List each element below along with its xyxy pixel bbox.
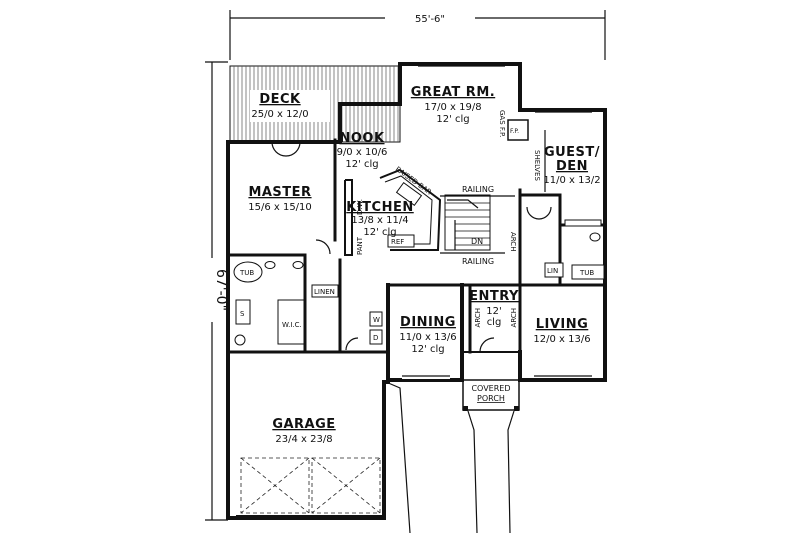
master-bath-fixtures: TUB S W.I.C.	[233, 261, 305, 346]
guest-den-name-2: DEN	[556, 159, 588, 174]
linen-label: LINEN	[314, 288, 335, 296]
depth-dimension-label: 67'-0"	[213, 269, 229, 311]
dining-size: 11/0 x 13/6	[399, 332, 456, 343]
exterior-walls	[226, 62, 607, 520]
room-entry: ENTRY 12' clg	[469, 289, 519, 328]
guest-den-size: 11/0 x 13/2	[543, 175, 600, 186]
master-name: MASTER	[248, 185, 311, 200]
master-size: 15/6 x 15/10	[248, 202, 312, 213]
tub-master-label: TUB	[239, 269, 254, 277]
wic-label: W.I.C.	[282, 321, 302, 329]
shelves-label: SHELVES	[533, 150, 541, 181]
dw-label: D.W.	[356, 199, 364, 215]
arch-entry-label: ARCH	[510, 308, 518, 327]
nook-ceiling: 12' clg	[345, 159, 378, 170]
nook-size: 9/0 x 10/6	[337, 147, 388, 158]
covered-porch: COVERED PORCH	[462, 379, 520, 533]
windows	[402, 65, 592, 379]
room-nook: NOOK 9/0 x 10/6 12' clg	[337, 131, 388, 170]
kitchen-name: KITCHEN	[346, 200, 413, 215]
depth-dimension-line: 67'-0"	[203, 61, 229, 521]
entry-ceiling-2: clg	[487, 317, 502, 328]
covered-porch-label-2: PORCH	[477, 394, 505, 403]
room-dining: DINING 11/0 x 13/6 12' clg	[399, 315, 456, 355]
great-room-name: GREAT RM.	[411, 85, 495, 100]
living-name: LIVING	[536, 317, 589, 332]
staircase: DN	[444, 194, 491, 251]
fp-box-label: F.P.	[510, 128, 519, 135]
guest-bath-fixtures: LIN TUB	[544, 219, 605, 280]
kitchen-counters: REF D.W. PANT RAISED BAR	[344, 165, 442, 256]
shower-label: S	[240, 310, 245, 318]
kitchen-ceiling: 12' clg	[363, 227, 396, 238]
great-room-ceiling: 12' clg	[436, 114, 469, 125]
deck-name: DECK	[259, 92, 301, 107]
laundry: LINEN W D	[311, 284, 383, 345]
living-size: 12/0 x 13/6	[533, 334, 590, 345]
room-deck: DECK 25/0 x 12/0	[251, 92, 308, 120]
width-dimension-line: 55'-6"	[229, 8, 606, 60]
lin-label: LIN	[547, 267, 558, 275]
ref-label: REF	[391, 238, 404, 246]
room-living: LIVING 12/0 x 13/6	[533, 317, 590, 345]
tub-guest-label: TUB	[579, 269, 594, 277]
arch-kitchen-label: ARCH	[509, 232, 517, 251]
dining-name: DINING	[400, 315, 456, 330]
deck-size: 25/0 x 12/0	[251, 109, 308, 120]
room-kitchen: KITCHEN 13/8 x 11/4 12' clg	[346, 200, 413, 238]
room-master: MASTER 15/6 x 15/10	[248, 185, 312, 213]
guest-den-name-1: GUEST/	[544, 145, 600, 160]
garage-size: 23/4 x 23/8	[275, 434, 332, 445]
stair-dn-label: DN	[471, 237, 483, 246]
arch-dining-label: ARCH	[474, 308, 482, 327]
guest-shelves: SHELVES	[533, 130, 546, 192]
room-garage: GARAGE 23/4 x 23/8	[272, 417, 335, 445]
gas-fp-label: GAS F.P.	[498, 110, 506, 137]
room-guest-den: GUEST/ DEN 11/0 x 13/2	[543, 145, 600, 186]
great-room-size: 17/0 x 19/8	[424, 102, 481, 113]
nook-name: NOOK	[339, 131, 384, 146]
washer-label: W	[373, 316, 380, 324]
pantry-label: PANT	[356, 236, 364, 255]
garage-name: GARAGE	[272, 417, 335, 432]
entry-name: ENTRY	[469, 289, 519, 304]
railings	[440, 195, 515, 254]
gas-fireplace: F.P. GAS F.P.	[498, 110, 529, 141]
width-dimension-label: 55'-6"	[415, 14, 445, 25]
covered-porch-label-1: COVERED	[471, 384, 510, 393]
doors	[271, 141, 552, 353]
driveway	[385, 381, 411, 533]
dining-ceiling: 12' clg	[411, 344, 444, 355]
garage-doors	[236, 457, 382, 517]
room-great-room: GREAT RM. 17/0 x 19/8 12' clg	[411, 85, 495, 125]
kitchen-size: 13/8 x 11/4	[351, 215, 408, 226]
dryer-label: D	[373, 334, 378, 342]
railing-bottom-label: RAILING	[462, 257, 494, 266]
entry-ceiling-1: 12'	[486, 306, 501, 317]
railing-top-label: RAILING	[462, 185, 494, 194]
